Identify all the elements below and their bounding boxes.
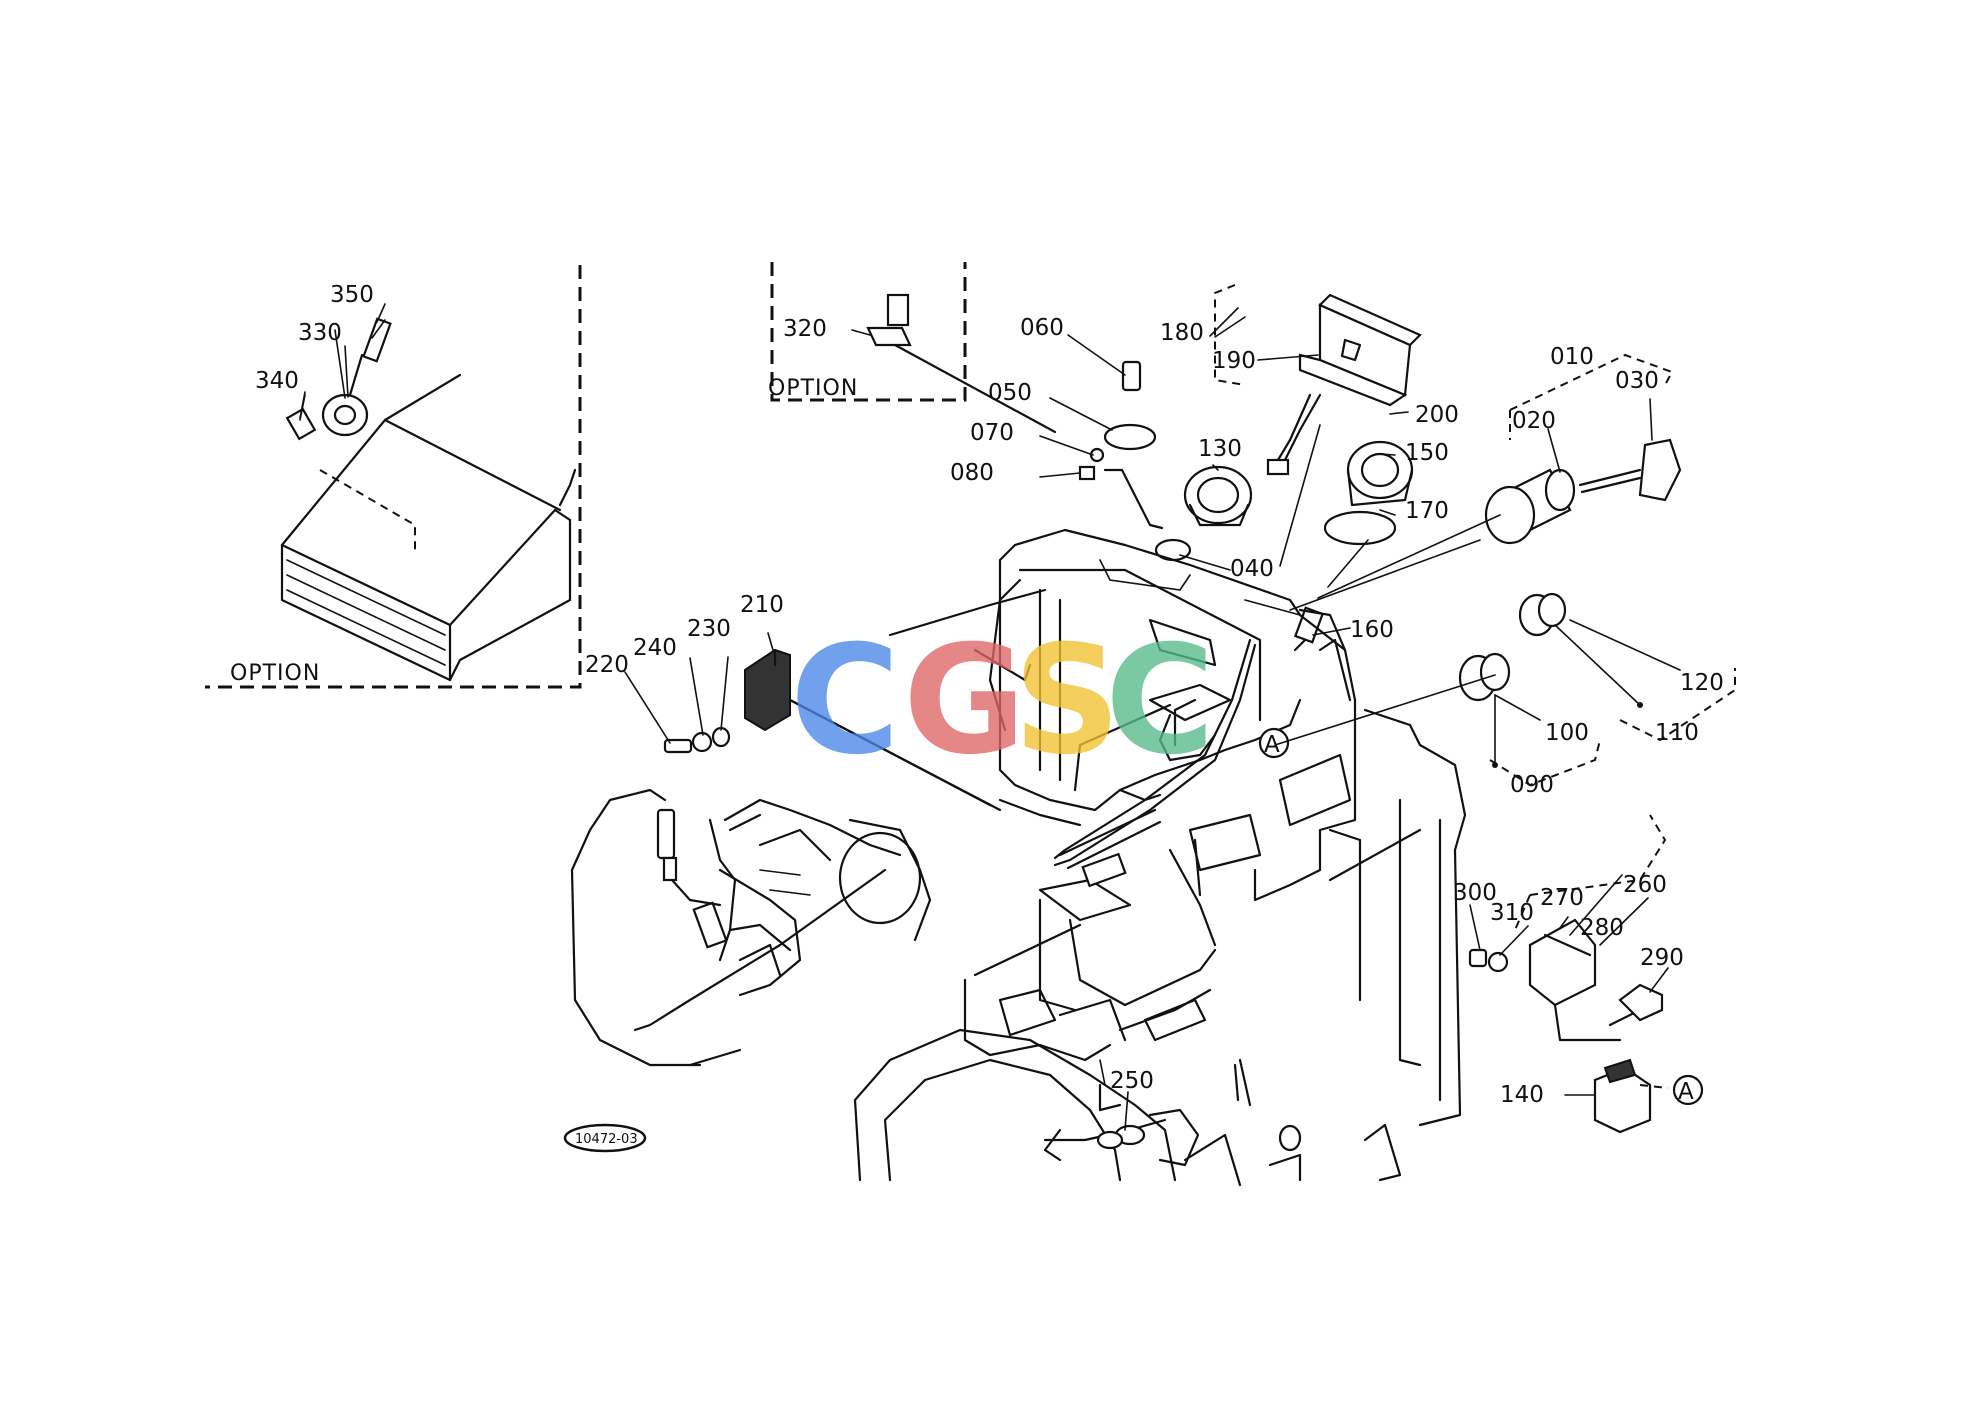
connector-a-marker-bottom xyxy=(1672,1074,1704,1106)
label-070: 070 xyxy=(970,420,1014,446)
label-270: 270 xyxy=(1540,885,1584,911)
leader-lines xyxy=(299,303,1681,1131)
watermark-c2: C xyxy=(1105,614,1215,788)
label-200: 200 xyxy=(1415,402,1459,428)
option-box-top xyxy=(770,262,1057,434)
key-switch-group xyxy=(1458,353,1736,787)
label-320: 320 xyxy=(783,316,827,342)
label-230: 230 xyxy=(687,616,731,642)
watermark-s: S xyxy=(1013,614,1121,788)
label-130: 130 xyxy=(1198,436,1242,462)
label-180: 180 xyxy=(1160,320,1204,346)
label-030: 030 xyxy=(1615,368,1659,394)
horn-icon xyxy=(321,393,369,437)
label-020: 020 xyxy=(1512,408,1556,434)
label-290: 290 xyxy=(1640,945,1684,971)
label-120: 120 xyxy=(1680,670,1724,696)
label-160: 160 xyxy=(1350,617,1394,643)
diagram-reference: 10472-03 xyxy=(563,1123,647,1153)
label-350: 350 xyxy=(330,282,374,308)
connector-marks: A A xyxy=(1258,727,1704,1106)
label-170: 170 xyxy=(1405,498,1449,524)
label-260: 260 xyxy=(1623,872,1667,898)
label-210: 210 xyxy=(740,592,784,618)
dash-frame xyxy=(988,528,1357,902)
label-150: 150 xyxy=(1405,440,1449,466)
label-250: 250 xyxy=(1110,1068,1154,1094)
watermark-logo: C G S C xyxy=(790,614,1215,788)
engine-detail xyxy=(570,788,932,1067)
label-330: 330 xyxy=(298,320,342,346)
meter-group xyxy=(1078,284,1422,652)
label-280: 280 xyxy=(1580,915,1624,941)
gauge-icon xyxy=(1346,440,1414,500)
label-100: 100 xyxy=(1545,720,1589,746)
tractor-body xyxy=(633,588,1467,1187)
label-060: 060 xyxy=(1020,315,1064,341)
label-050: 050 xyxy=(988,380,1032,406)
connector-a-label-bottom: A xyxy=(1678,1079,1694,1105)
label-310: 310 xyxy=(1490,900,1534,926)
label-340: 340 xyxy=(255,368,299,394)
label-240: 240 xyxy=(633,635,677,661)
connector-a-marker-top xyxy=(1258,727,1290,759)
label-300: 300 xyxy=(1453,880,1497,906)
label-220: 220 xyxy=(585,652,629,678)
part-labels: 350 330 340 320 060 050 070 080 180 190 … xyxy=(255,282,1724,1108)
label-090: 090 xyxy=(1510,772,1554,798)
label-010: 010 xyxy=(1550,344,1594,370)
watermark-g: G xyxy=(903,614,1026,788)
relay-group xyxy=(1468,814,1669,1134)
label-080: 080 xyxy=(950,460,994,486)
label-110: 110 xyxy=(1655,720,1699,746)
label-140: 140 xyxy=(1500,1082,1544,1108)
option-box-left xyxy=(205,265,582,689)
regulator-group xyxy=(663,648,1032,812)
key-icon xyxy=(1638,438,1682,502)
watermark-c1: C xyxy=(790,614,900,788)
option-caption-left: OPTION xyxy=(230,661,320,686)
label-190: 190 xyxy=(1212,348,1256,374)
diagram-reference-label: 10472-03 xyxy=(575,1132,638,1147)
option-caption-top: OPTION xyxy=(768,376,858,401)
connector-a-label-top: A xyxy=(1264,732,1280,758)
label-040: 040 xyxy=(1230,556,1274,582)
